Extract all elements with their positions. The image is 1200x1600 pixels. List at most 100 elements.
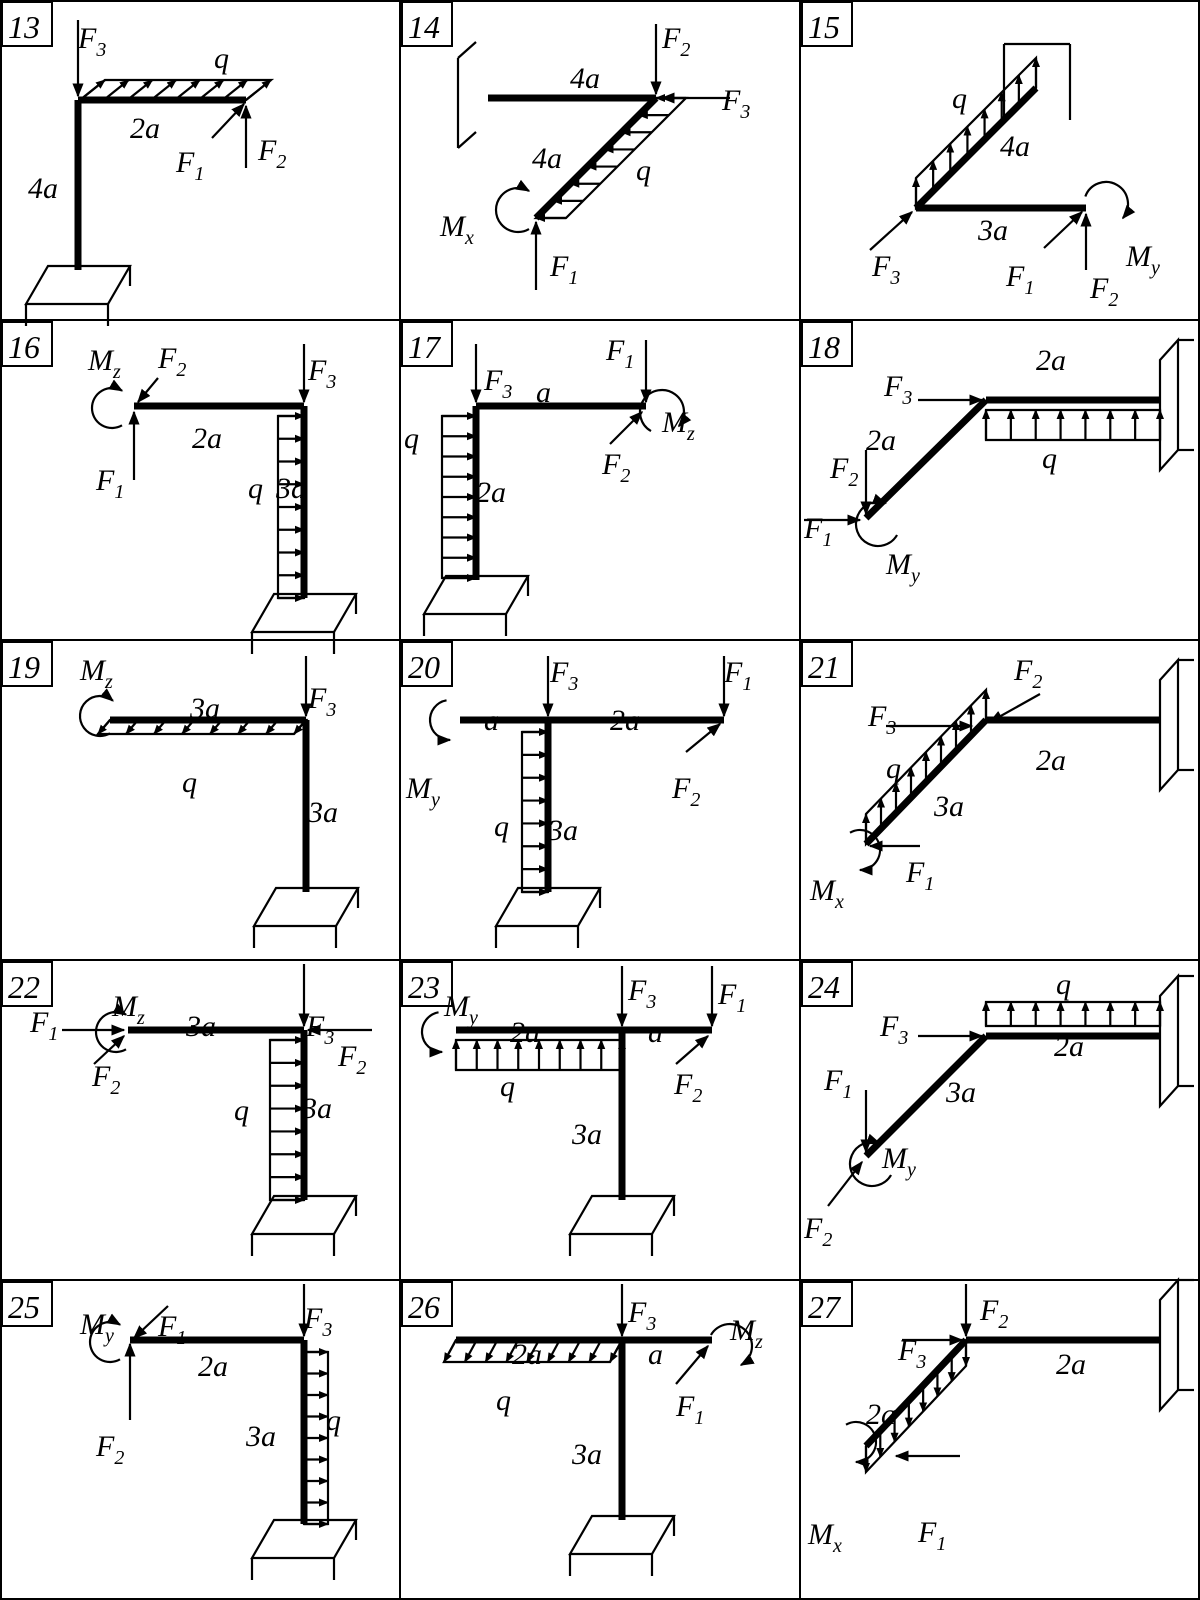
load-arrow	[125, 719, 139, 735]
ground-support	[250, 1194, 358, 1236]
diagram-label: q	[500, 1070, 515, 1103]
diagram-label: My	[1125, 240, 1160, 279]
ground-support	[250, 1518, 358, 1560]
diagram-label: 2a	[866, 1398, 896, 1431]
problem-number: 26	[408, 1289, 440, 1325]
moment-arc	[854, 493, 899, 548]
diagram-label: F2	[601, 448, 630, 487]
ground-support	[252, 886, 360, 928]
diagram-label: Mz	[79, 654, 113, 693]
moment-arc	[90, 379, 124, 430]
diagram-label: F3	[627, 1296, 656, 1335]
frame-bar	[863, 397, 989, 521]
diagram-label: Mx	[439, 210, 474, 249]
moment-arc	[638, 388, 692, 433]
diagram-label: F1	[675, 1390, 704, 1429]
ground-support	[568, 1194, 676, 1236]
wall-support	[1158, 973, 1180, 1109]
load-arrow	[150, 79, 177, 101]
diagram-label: 4a	[1000, 130, 1030, 163]
diagram-label: F1	[549, 250, 578, 289]
load-arrow	[546, 1339, 561, 1363]
load-arrow	[126, 79, 154, 101]
diagram-label: Mx	[809, 874, 844, 913]
problem-number: 19	[8, 649, 40, 685]
problem-number-box	[1, 641, 53, 687]
distributed-load	[984, 408, 1162, 442]
diagram-label: F1	[917, 1516, 946, 1555]
diagram-label: q	[636, 154, 651, 187]
load-arrow	[153, 719, 167, 735]
diagram-label: F2	[829, 452, 858, 491]
diagram-label: 3a	[547, 814, 578, 847]
diagram-label: q	[1056, 968, 1071, 1001]
load-arrow	[197, 79, 225, 101]
problem-number-box	[801, 1, 853, 47]
diagram-label: F3	[721, 84, 750, 123]
diagram-label: F3	[867, 700, 896, 739]
diagram-label: 3a	[275, 472, 306, 505]
diagram-label: 2a	[866, 424, 896, 457]
diagram-label: 2a	[476, 476, 506, 509]
moment-arc	[88, 1313, 122, 1364]
load-arrow	[567, 1339, 582, 1363]
problem-number-box	[1, 321, 53, 367]
force-arrow	[1043, 211, 1084, 249]
problem-number: 17	[408, 329, 442, 365]
diagram-label: F1	[175, 146, 204, 185]
diagram-label: 2a	[1054, 1030, 1084, 1063]
frame-bar	[863, 1033, 989, 1159]
diagram-label: F3	[303, 1302, 332, 1341]
diagram-label: 2a	[510, 1016, 540, 1049]
ground-support	[568, 1514, 676, 1556]
problem-number: 20	[408, 649, 440, 685]
diagram-label: F1	[29, 1006, 58, 1045]
load-arrow	[505, 1339, 520, 1363]
diagram-label: F1	[723, 656, 752, 695]
diagram-label: Mz	[729, 1314, 763, 1353]
load-arrow	[463, 1339, 478, 1363]
diagram-label: F3	[77, 22, 106, 61]
diagram-label: 3a	[189, 692, 220, 725]
diagram-label: q	[248, 472, 263, 505]
diagram-label: F3	[305, 1010, 334, 1049]
diagram-label: F1	[823, 1064, 852, 1103]
line	[457, 131, 477, 149]
diagram-label: a	[648, 1016, 663, 1049]
diagram-label: F3	[483, 364, 512, 403]
diagram-label: F2	[91, 1060, 120, 1099]
diagram-label: F3	[549, 656, 578, 695]
wall-support	[1158, 657, 1180, 793]
load-arrow	[97, 719, 111, 735]
force-arrow	[675, 1344, 709, 1385]
problem-number: 16	[8, 329, 40, 365]
moment-arc	[709, 1322, 755, 1367]
force-arrow	[132, 1305, 169, 1339]
problem-number: 24	[808, 969, 840, 1005]
diagram-label: 4a	[532, 142, 562, 175]
force-arrow	[137, 377, 159, 404]
load-arrow	[484, 1339, 499, 1363]
load-arrow	[443, 1339, 457, 1363]
problem-number-box	[1, 1, 53, 47]
diagram-label: My	[881, 1142, 916, 1181]
moment-arc	[494, 179, 531, 234]
diagram-label: 3a	[301, 1092, 332, 1125]
moment-arc	[848, 1133, 893, 1188]
diagram-label: F2	[1013, 654, 1042, 693]
load-arrow	[209, 719, 223, 735]
diagram-label: 3a	[933, 790, 964, 823]
problem-number-box	[401, 961, 453, 1007]
moment-arc	[845, 1420, 878, 1468]
diagram-label: F3	[871, 250, 900, 289]
problem-number-box	[1, 1281, 53, 1327]
